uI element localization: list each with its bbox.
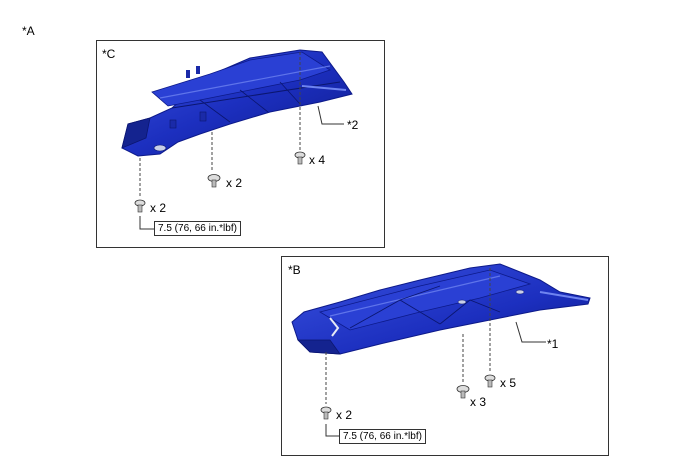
callout-1-label: *1 <box>547 337 559 351</box>
panel-b-label: *B <box>288 263 301 277</box>
bolt-icon <box>134 199 146 213</box>
bolt-icon <box>320 406 332 420</box>
bolt-icon <box>294 151 306 165</box>
torque-spec-box: 7.5 (76, 66 in.*lbf) <box>154 221 241 236</box>
quantity-label: x 5 <box>500 376 517 390</box>
quantity-label: x 3 <box>470 395 487 409</box>
panel-c-label: *C <box>102 47 116 61</box>
quantity-label: x 2 <box>226 176 243 190</box>
quantity-label: x 2 <box>336 408 353 422</box>
bolt-icon <box>484 374 496 388</box>
engine-under-cover-front <box>291 263 591 355</box>
bolt-icon <box>456 385 470 399</box>
torque-spec-box: 7.5 (76, 66 in.*lbf) <box>339 429 426 444</box>
figure-label: *A <box>22 24 35 38</box>
quantity-label: x 4 <box>309 153 326 167</box>
callout-2-label: *2 <box>347 118 359 132</box>
engine-under-cover-rear <box>121 49 353 157</box>
bolt-icon <box>207 174 221 188</box>
quantity-label: x 2 <box>150 201 167 215</box>
